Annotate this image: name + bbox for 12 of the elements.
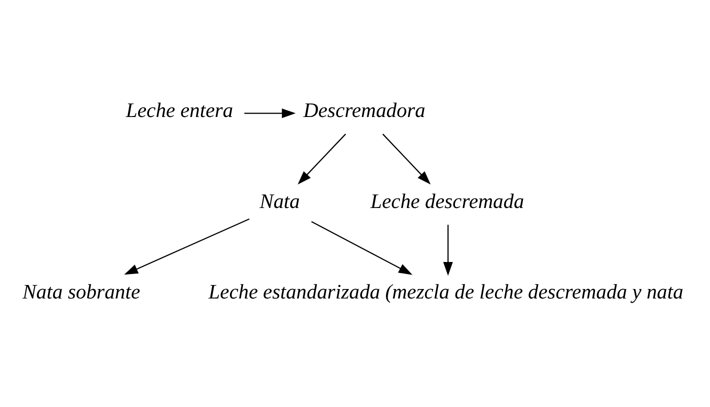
arrow <box>311 220 412 274</box>
arrow <box>124 218 250 274</box>
node-text: Leche descremada <box>370 190 524 212</box>
node-text: Descremadora <box>303 100 426 122</box>
node-text: Leche estandarizada (mezcla de leche descremada y nata <box>208 281 684 304</box>
node-text: Leche entera <box>126 100 234 122</box>
node-text: Nata <box>260 190 300 212</box>
arrow <box>298 133 346 184</box>
arrow <box>244 108 296 118</box>
arrow <box>382 133 431 184</box>
arrow <box>443 224 453 276</box>
node-text: Nata sobrante <box>22 281 140 304</box>
